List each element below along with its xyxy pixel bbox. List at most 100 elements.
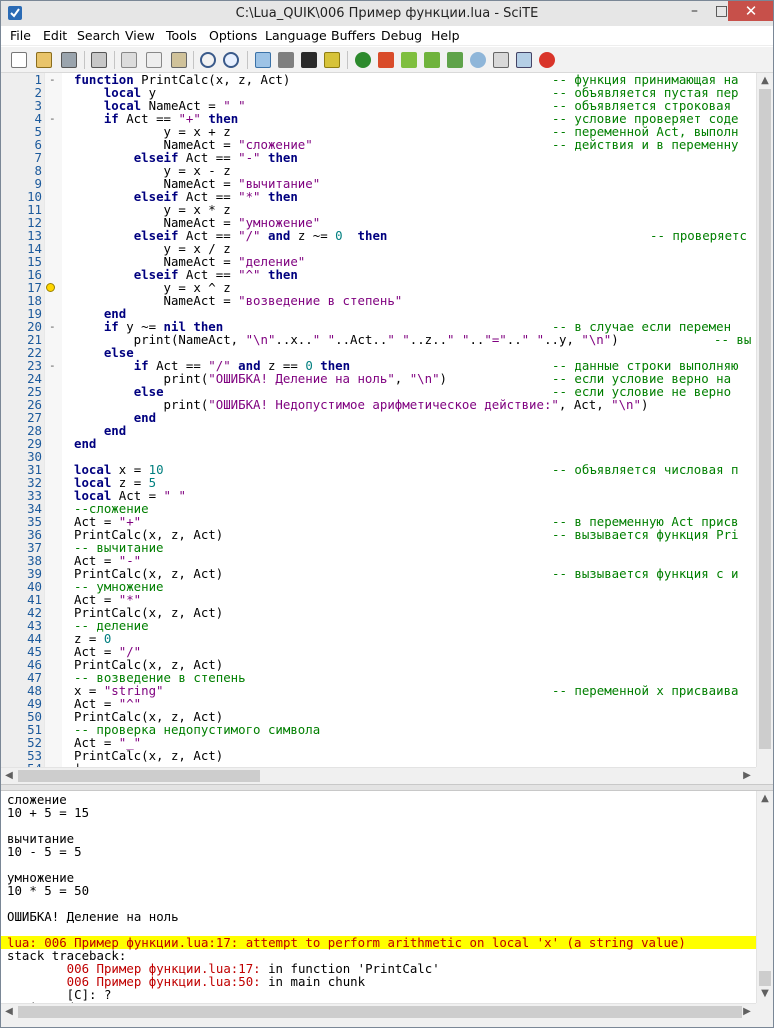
comment-token: -- проверяетс	[650, 228, 747, 243]
step-over-icon[interactable]	[424, 52, 440, 68]
go-icon[interactable]	[301, 52, 317, 68]
step-icon[interactable]	[378, 52, 394, 68]
output-scroll-up-arrow-icon[interactable]: ▲	[761, 793, 769, 804]
output-scroll-left-arrow-icon[interactable]: ◀	[5, 1006, 13, 1017]
fold-toggle-icon[interactable]: -	[49, 112, 56, 125]
save-icon[interactable]	[61, 52, 77, 68]
debug-icon[interactable]	[355, 52, 371, 68]
fold-toggle-icon[interactable]: -	[49, 359, 56, 372]
menu-options[interactable]: Options	[209, 28, 258, 43]
output-horizontal-scroll-thumb[interactable]	[18, 1006, 742, 1018]
watch-icon[interactable]	[470, 52, 486, 68]
code-token: y = x + z	[74, 124, 231, 139]
callstack-icon[interactable]	[493, 52, 509, 68]
menu-help[interactable]: Help	[431, 28, 460, 43]
print-icon[interactable]	[91, 52, 107, 68]
new-file-icon[interactable]	[11, 52, 27, 68]
code-token: z ==	[260, 358, 306, 373]
menu-debug[interactable]: Debug	[381, 28, 423, 43]
editor-horizontal-scroll-thumb[interactable]	[18, 770, 260, 782]
minimize-button[interactable]: –	[691, 3, 698, 19]
error-message-line[interactable]: lua: 006 Пример функции.lua:17: attempt …	[1, 936, 756, 949]
output-vertical-scrollbar[interactable]: ▲ ▼	[756, 791, 773, 1003]
line-number: 42	[27, 605, 42, 620]
keyword-token: local	[74, 488, 112, 503]
line-number: 11	[27, 202, 42, 217]
line-number: 50	[27, 709, 42, 724]
output-scroll-right-arrow-icon[interactable]: ▶	[743, 1006, 751, 1017]
fold-toggle-icon[interactable]: -	[49, 73, 56, 86]
scroll-up-arrow-icon[interactable]: ▲	[761, 75, 769, 86]
code-token: Act ==	[178, 150, 239, 165]
code-token: print(	[74, 371, 209, 386]
code-token: Act =	[74, 514, 119, 529]
traceback-location-link[interactable]: 006 Пример функции.lua:50:	[7, 974, 261, 989]
editor-vertical-scroll-thumb[interactable]	[759, 89, 771, 749]
code-token: y ~=	[118, 319, 164, 334]
breakpoint-icon[interactable]	[516, 52, 532, 68]
cut-icon[interactable]	[121, 52, 137, 68]
output-scroll-down-arrow-icon[interactable]: ▼	[761, 988, 769, 999]
step-into-icon[interactable]	[401, 52, 417, 68]
paste-icon[interactable]	[171, 52, 187, 68]
menu-edit[interactable]: Edit	[43, 28, 68, 43]
build-icon[interactable]	[278, 52, 294, 68]
menu-tools[interactable]: Tools	[166, 28, 197, 43]
code-line: local x = 10-- объявляется числовая п	[74, 462, 739, 477]
line-number: 27	[27, 410, 42, 425]
output-line: сложение	[7, 792, 67, 807]
editor-vertical-scrollbar[interactable]: ▲	[756, 73, 773, 767]
output-horizontal-scrollbar[interactable]: ◀ ▶	[1, 1003, 756, 1020]
code-line: elseif Act == "^" then	[74, 268, 298, 281]
menu-bar: File Edit Search View Tools Options Lang…	[1, 26, 773, 46]
status-bar	[1, 1020, 773, 1027]
line-number: 1	[34, 73, 42, 87]
title-bar[interactable]: C:\Lua_QUIK\006 Пример функции.lua - Sci…	[1, 1, 773, 26]
step-out-icon[interactable]	[447, 52, 463, 68]
number-token: 10	[148, 462, 164, 477]
scroll-left-arrow-icon[interactable]: ◀	[5, 770, 13, 781]
code-line: elseif Act == "*" then	[74, 190, 298, 203]
replace-icon[interactable]	[223, 52, 239, 68]
open-file-icon[interactable]	[36, 52, 52, 68]
number-token: 5	[148, 475, 157, 490]
code-line: NameAct = "вычитание"	[74, 177, 321, 190]
fold-toggle-icon[interactable]: -	[49, 320, 56, 333]
scroll-right-arrow-icon[interactable]: ▶	[743, 770, 751, 781]
maximize-button[interactable]: □	[714, 3, 729, 19]
compile-icon[interactable]	[255, 52, 271, 68]
menu-view[interactable]: View	[125, 28, 155, 43]
menu-buffers[interactable]: Buffers	[331, 28, 376, 43]
fold-margin[interactable]: - - - -	[44, 73, 62, 767]
code-token: PrintCalc(x, z, Act)	[74, 605, 224, 620]
copy-icon[interactable]	[146, 52, 162, 68]
editor-horizontal-scrollbar[interactable]: ◀ ▶	[1, 767, 756, 784]
code-token: NameAct =	[74, 137, 239, 152]
output-vertical-scroll-thumb[interactable]	[759, 971, 771, 986]
traceback-location-link[interactable]: 006 Пример функции.lua:17:	[7, 961, 261, 976]
keyword-token: local	[103, 85, 142, 100]
close-button[interactable]: ✕	[728, 1, 773, 21]
scroll-corner	[756, 767, 773, 784]
menu-file[interactable]: File	[10, 28, 31, 43]
code-token: ..	[469, 332, 485, 347]
pane-splitter[interactable]	[1, 784, 773, 791]
find-icon[interactable]	[200, 52, 216, 68]
line-number: 51	[27, 722, 42, 737]
stop-icon[interactable]	[324, 52, 340, 68]
menu-language[interactable]: Language	[265, 28, 327, 43]
comment-token: -- в переменную Act присв	[552, 514, 739, 529]
code-token: )	[640, 397, 649, 412]
string-token: "+"	[118, 514, 142, 529]
output-line: умножение	[7, 870, 75, 885]
menu-search[interactable]: Search	[77, 28, 120, 43]
scite-app-icon[interactable]	[7, 5, 23, 21]
stop-debug-icon[interactable]	[539, 52, 555, 68]
code-token: Act =	[74, 696, 119, 711]
code-line: local z = 5	[74, 476, 156, 489]
line-number: 49	[27, 696, 42, 711]
code-token: y = x ^ z	[74, 280, 231, 295]
bookmark-marker-icon[interactable]	[46, 283, 55, 292]
